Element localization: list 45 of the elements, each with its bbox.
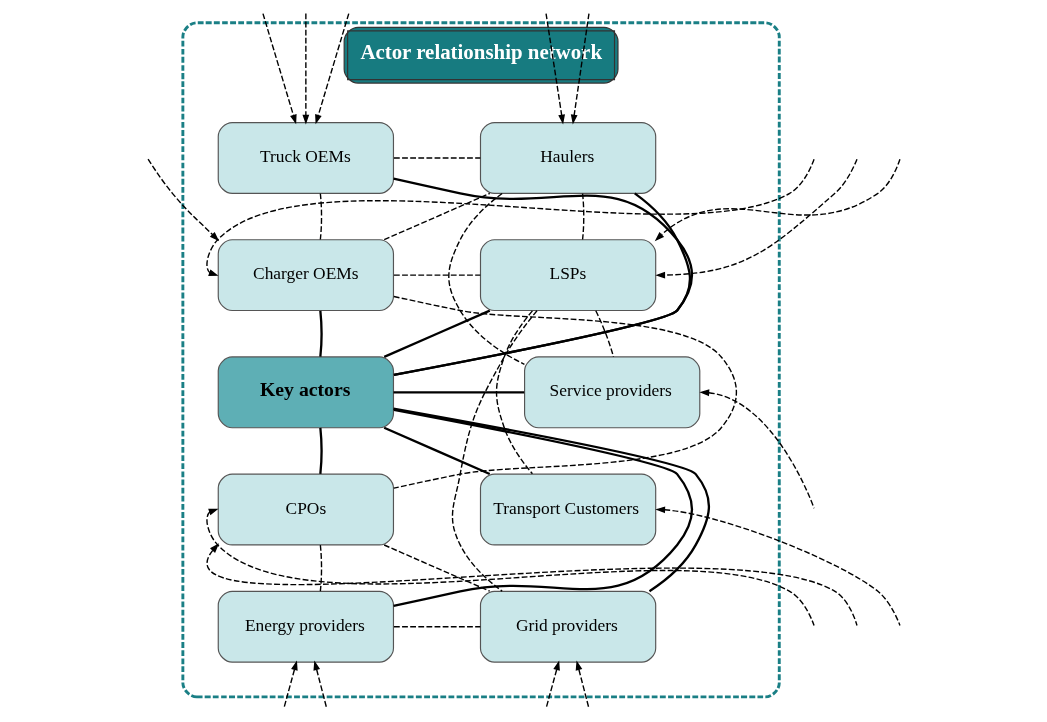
connector bbox=[447, 192, 525, 365]
arrow bbox=[570, 12, 590, 125]
connector bbox=[392, 295, 737, 489]
arrow bbox=[207, 543, 858, 627]
connector bbox=[383, 426, 490, 476]
node-box: Key actors bbox=[217, 356, 394, 429]
connector bbox=[318, 310, 323, 357]
connector bbox=[392, 626, 481, 628]
arrow bbox=[146, 158, 219, 242]
arrow bbox=[282, 660, 298, 710]
connector bbox=[383, 544, 490, 592]
arrow bbox=[301, 12, 309, 125]
connector bbox=[383, 192, 490, 241]
connector bbox=[392, 157, 481, 159]
connector bbox=[594, 310, 614, 358]
arrow bbox=[654, 158, 858, 279]
connector bbox=[392, 274, 481, 276]
arrow bbox=[314, 12, 349, 125]
connector bbox=[318, 427, 323, 475]
arrow bbox=[544, 12, 565, 125]
connector bbox=[581, 192, 584, 241]
connector bbox=[393, 391, 524, 394]
node-box: Haulers bbox=[479, 122, 656, 194]
arrow bbox=[654, 158, 901, 242]
arrow bbox=[698, 389, 815, 509]
arrow bbox=[205, 158, 815, 276]
arrow bbox=[261, 12, 297, 125]
node-box: Truck OEMs bbox=[217, 122, 394, 194]
arrow bbox=[312, 660, 327, 710]
arrow bbox=[205, 508, 815, 627]
connector bbox=[319, 544, 322, 592]
arrow bbox=[544, 660, 560, 710]
arrow bbox=[654, 506, 901, 627]
connector bbox=[495, 310, 533, 475]
node-box: Grid providers bbox=[479, 590, 656, 663]
node-box: Transport Customers bbox=[479, 473, 656, 546]
node-box: Energy providers bbox=[217, 590, 394, 663]
connector bbox=[319, 192, 322, 241]
connector bbox=[383, 309, 490, 358]
node-box: LSPs bbox=[479, 239, 656, 312]
node-box: Charger OEMs bbox=[217, 239, 394, 312]
connector bbox=[451, 310, 538, 592]
node-box: Service providers bbox=[523, 356, 700, 429]
arrow bbox=[575, 660, 590, 710]
node-box: CPOs bbox=[217, 473, 394, 546]
